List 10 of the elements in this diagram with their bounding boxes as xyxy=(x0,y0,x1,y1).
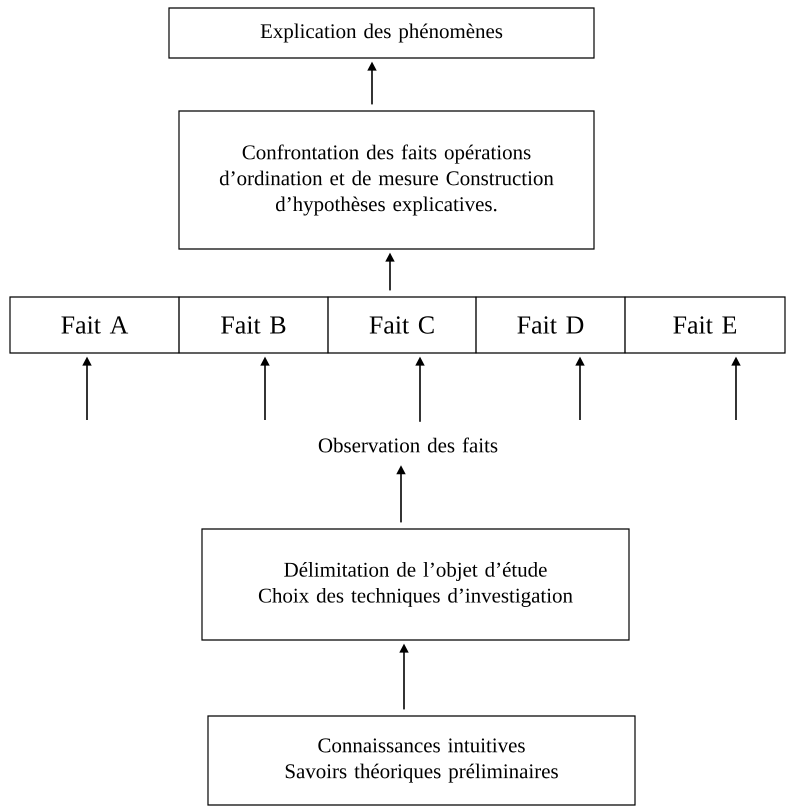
fact-cell: Fait D xyxy=(475,296,626,354)
fact-cell: Fait C xyxy=(327,296,477,354)
process-box: Délimitation de l’objet d’étude Choix des techniques d’investigation xyxy=(201,528,630,641)
process-box: Connaissances intuitives Savoirs théoriques préliminaires xyxy=(207,715,636,806)
process-box: Explication des phénomènes xyxy=(168,7,595,59)
stage-label: Observation des faits xyxy=(318,438,498,452)
fact-cell: Fait A xyxy=(9,296,180,354)
process-box: Confrontation des faits opérations d’ordination et de mesure Construction d’hypothèses explicatives. xyxy=(178,110,595,250)
fact-cell: Fait E xyxy=(624,296,786,354)
fact-cell: Fait B xyxy=(178,296,329,354)
